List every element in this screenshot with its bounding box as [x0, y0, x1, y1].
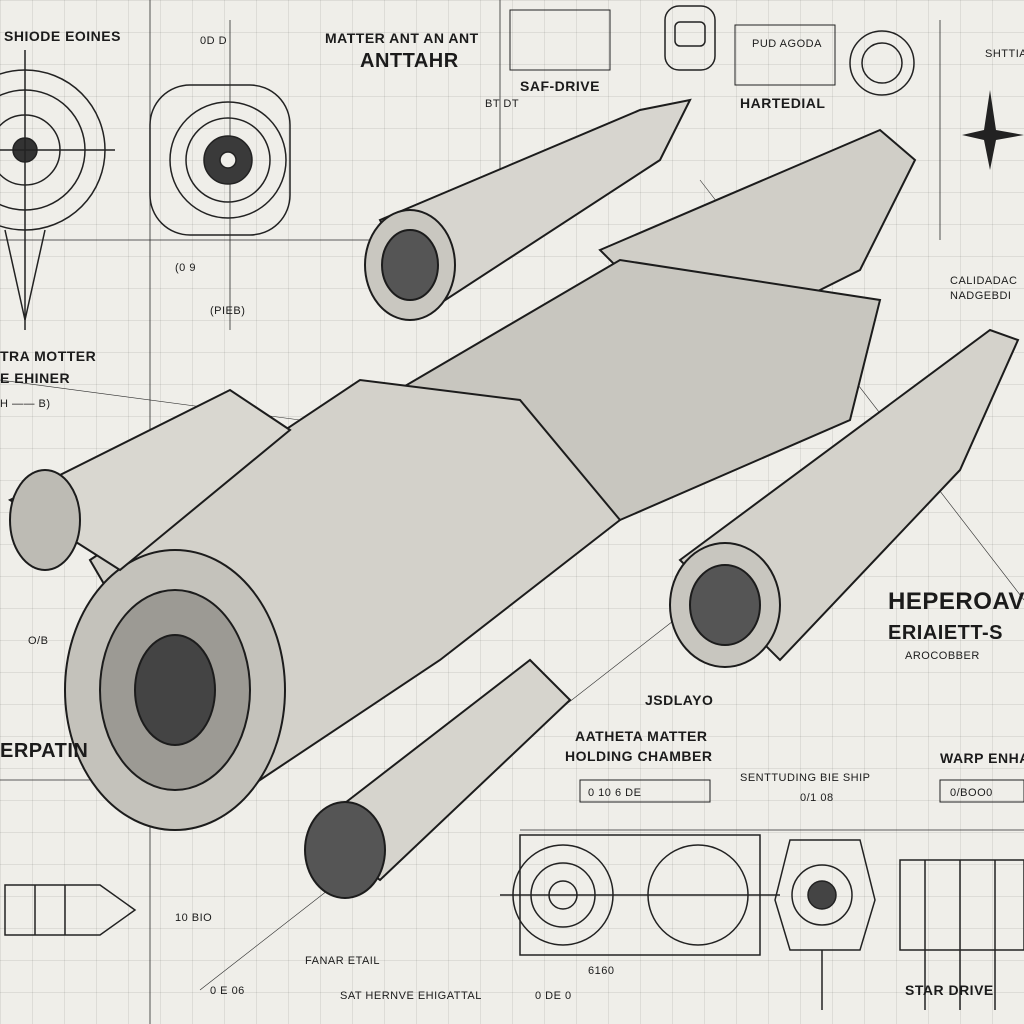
spaceship-hull: [7, 98, 1020, 899]
dimension-boxes: [509, 9, 1024, 803]
label-dim-2: BT DT: [485, 98, 520, 110]
label-hartedial: HARTEDIAL: [740, 95, 826, 111]
label-jsolayo: JSDLAYO: [645, 692, 714, 708]
engine-front-view-left: [0, 50, 115, 330]
label-sentding-num: 0/1 08: [800, 792, 834, 804]
label-calibration-1: CALIDADAC: [950, 275, 1018, 287]
label-fanar-etail: FANAR ETAIL: [305, 955, 380, 967]
label-hepero-2: ERIAIETT-S: [888, 622, 1004, 644]
label-matter-holding-1: AATHETA MATTER: [575, 728, 708, 744]
label-dim-11: 10 BIO: [175, 912, 213, 924]
label-dim-9: 0 DE 0: [535, 990, 572, 1002]
label-erpatin: ERPATIN: [0, 740, 89, 762]
star-marker: [962, 90, 1024, 170]
label-hepero-1: HEPEROAVD: [888, 588, 1024, 615]
label-shiode-eoines: SHIODE EOINES: [4, 28, 121, 44]
dial-detail: [849, 30, 915, 96]
label-matter-engine-1: TRA MOTTER: [0, 348, 97, 364]
label-pieb: (PIEB): [210, 305, 246, 317]
label-dim-3: (0 9: [175, 262, 196, 274]
turbine-front-view: [149, 84, 291, 236]
label-dim-7: 0/BOO0: [950, 787, 993, 799]
label-dim-4: H —— B): [0, 398, 51, 410]
label-sathernve: SAT HERNVE EHIGATTAL: [340, 990, 482, 1002]
label-pud-agoda: PUD AGODA: [752, 38, 822, 50]
label-dim-10: 6160: [588, 965, 615, 977]
label-matter-ant: MATTER ANT AN ANT: [325, 30, 479, 46]
label-dim-5: O/B: [28, 635, 49, 647]
right-side-profile: [899, 859, 1024, 1010]
side-engine-view: [4, 884, 137, 936]
capsule-detail: [664, 5, 716, 71]
label-dim-8: 0 E 06: [210, 985, 245, 997]
label-dim-6: 0 10 6 DE: [588, 787, 642, 799]
label-dim-1: 0D D: [200, 35, 228, 47]
label-star-drive: STAR DRIVE: [905, 982, 994, 998]
holding-chamber-section: [500, 834, 780, 956]
star-drive-view: [774, 839, 876, 1010]
label-warp: WARP ENHA: [940, 750, 1024, 766]
label-anttahr: ANTTAHR: [360, 50, 459, 72]
label-matter-holding-2: HOLDING CHAMBER: [565, 748, 713, 764]
label-shttial: SHTTIAL: [985, 48, 1024, 60]
label-matter-engine-2: E EHINER: [0, 370, 71, 386]
label-sentding: SENTTUDING BIE SHIP: [740, 772, 871, 784]
label-arocorber: AROCOBBER: [905, 650, 980, 662]
label-calibration-2: NADGEBDI: [950, 290, 1012, 302]
label-saf-drive: SAF-DRIVE: [520, 78, 600, 94]
